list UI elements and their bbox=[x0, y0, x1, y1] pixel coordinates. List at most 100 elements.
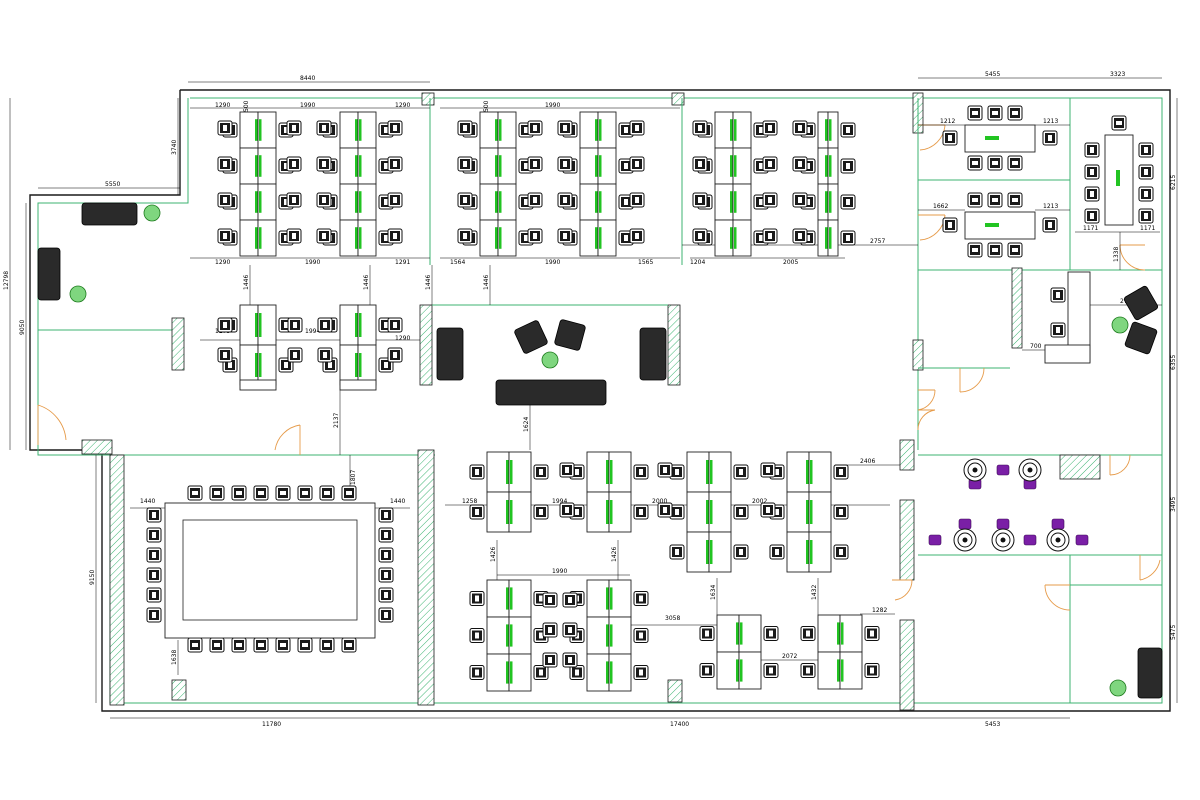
monitor-icon bbox=[255, 313, 258, 337]
chair-icon bbox=[1138, 142, 1154, 158]
dim-top-right-b: 3323 bbox=[1110, 71, 1125, 78]
monitor-icon bbox=[259, 191, 262, 213]
chair-icon bbox=[275, 485, 291, 501]
workstation-desk bbox=[716, 651, 740, 690]
chair-icon bbox=[217, 120, 233, 136]
monitor-icon bbox=[359, 227, 362, 249]
chair-icon bbox=[231, 637, 247, 653]
monitor-icon bbox=[837, 622, 840, 645]
chair-icon bbox=[633, 504, 649, 520]
monitor-icon bbox=[730, 227, 733, 249]
monitor-icon bbox=[706, 460, 709, 484]
chair-icon bbox=[297, 637, 313, 653]
chair-icon bbox=[629, 156, 645, 172]
chair-icon bbox=[692, 228, 708, 244]
round-table-icon bbox=[953, 528, 977, 552]
plants bbox=[69, 204, 1129, 697]
chair-icon bbox=[469, 628, 485, 643]
chair-icon bbox=[209, 485, 225, 501]
monitor-icon bbox=[359, 191, 362, 213]
chair-icon bbox=[760, 502, 776, 518]
dim-1446b: 1446 bbox=[363, 275, 370, 290]
monitor-icon bbox=[736, 622, 739, 645]
dim-2002: 2002 bbox=[752, 498, 767, 505]
monitor-icon bbox=[610, 460, 613, 484]
monitor-icon bbox=[825, 191, 828, 213]
plant bbox=[1111, 316, 1129, 334]
monitor-icon bbox=[255, 119, 258, 141]
chair-icon bbox=[209, 637, 225, 653]
dim-r1291: 1291 bbox=[395, 259, 410, 266]
monitor-icon bbox=[510, 661, 513, 684]
chair-icon bbox=[562, 622, 578, 638]
monitor-icon bbox=[495, 155, 498, 177]
monitor-icon bbox=[506, 624, 509, 647]
monitor-icon bbox=[829, 155, 832, 177]
monitor-icon bbox=[706, 540, 709, 564]
chair-icon bbox=[800, 626, 816, 641]
chair-icon bbox=[341, 637, 357, 653]
dim-1662: 1662 bbox=[933, 203, 948, 210]
dim-2137: 2137 bbox=[333, 413, 340, 428]
dim-1446d: 1446 bbox=[483, 275, 490, 290]
workstation-desk bbox=[486, 491, 510, 533]
chair-icon bbox=[457, 120, 473, 136]
chair-icon bbox=[762, 156, 778, 172]
workstation-desk bbox=[497, 219, 517, 257]
chair-icon bbox=[286, 228, 302, 244]
chair-icon bbox=[699, 663, 715, 678]
monitor-icon bbox=[599, 227, 602, 249]
armchair bbox=[514, 320, 548, 354]
chair-icon bbox=[557, 228, 573, 244]
chair-icon bbox=[1007, 192, 1023, 208]
chair-icon bbox=[378, 547, 394, 563]
dim-top-left: 8440 bbox=[300, 75, 315, 82]
workstation-desk bbox=[486, 451, 510, 493]
monitor-icon bbox=[610, 587, 613, 610]
chair-icon bbox=[378, 527, 394, 543]
chair-icon bbox=[533, 665, 549, 680]
monitor-icon bbox=[259, 227, 262, 249]
monitor-icon bbox=[734, 119, 737, 141]
monitor-icon bbox=[499, 227, 502, 249]
workstation-desk bbox=[817, 614, 841, 653]
purple-lounge bbox=[928, 458, 1089, 552]
monitor-icon bbox=[499, 119, 502, 141]
chair-icon bbox=[762, 228, 778, 244]
chair-icon bbox=[987, 155, 1003, 171]
monitor-icon bbox=[595, 155, 598, 177]
monitor-icon bbox=[510, 500, 513, 524]
dim-1338: 1338 bbox=[1113, 247, 1120, 262]
chair-icon bbox=[760, 462, 776, 478]
dim-left-wing-top: 5550 bbox=[105, 181, 120, 188]
workstation-desk bbox=[839, 651, 863, 690]
dim-1446c: 1446 bbox=[425, 275, 432, 290]
monitor-icon bbox=[355, 313, 358, 337]
right-meeting-rooms bbox=[964, 124, 1134, 364]
workstation-desk bbox=[486, 616, 510, 655]
chair-icon bbox=[316, 192, 332, 208]
dim-1994: 1994 bbox=[305, 328, 320, 335]
chair-icon bbox=[1084, 142, 1100, 158]
dim-r1290: 1290 bbox=[215, 259, 230, 266]
monitor-icon bbox=[825, 155, 828, 177]
monitor-icon bbox=[359, 155, 362, 177]
chair-icon bbox=[833, 504, 849, 520]
monitor-icon bbox=[510, 460, 513, 484]
workstation-desk bbox=[786, 491, 810, 533]
monitor-icon bbox=[506, 460, 509, 484]
workstation-desk bbox=[586, 451, 610, 493]
monitor-icon bbox=[259, 119, 262, 141]
chair-icon bbox=[542, 652, 558, 668]
workstations bbox=[170, 111, 863, 692]
monitor-icon bbox=[355, 353, 358, 377]
dim-700: 700 bbox=[1030, 343, 1042, 350]
dim-c1290a: 1290 bbox=[215, 102, 230, 109]
chair-icon bbox=[833, 464, 849, 480]
chair-icon bbox=[187, 637, 203, 653]
chair-icon bbox=[317, 347, 333, 363]
monitor-icon bbox=[730, 155, 733, 177]
chair-icon bbox=[533, 464, 549, 480]
monitor-icon bbox=[610, 624, 613, 647]
monitor-icon bbox=[734, 227, 737, 249]
